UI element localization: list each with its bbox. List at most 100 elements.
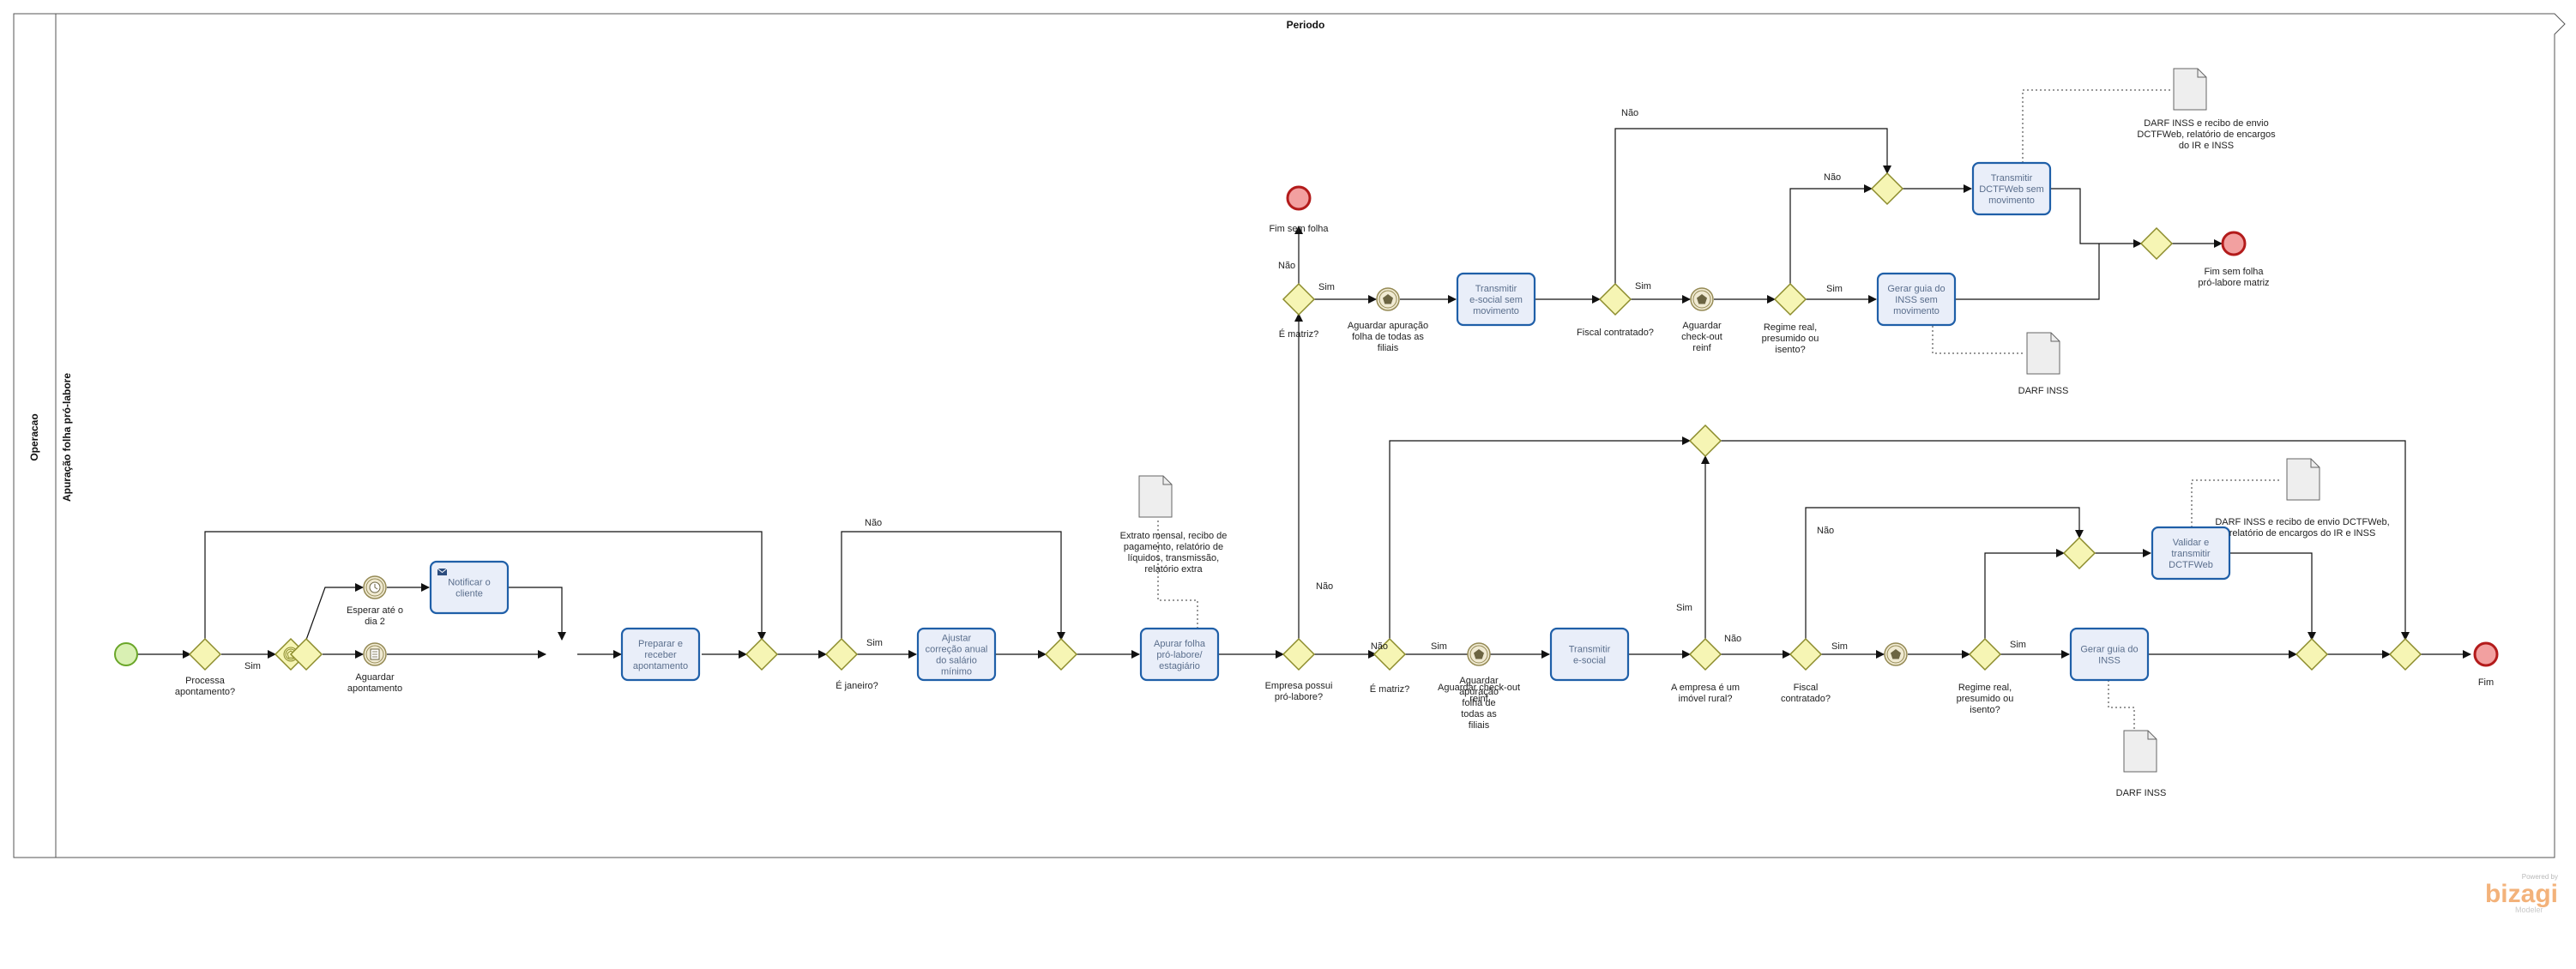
exclusive-gateway[interactable] [1773, 282, 1807, 316]
end-event[interactable] [2221, 231, 2247, 256]
label-line: relatório extra [1144, 564, 1203, 575]
exclusive-gateway[interactable] [2295, 637, 2329, 671]
label-line: movimento [1988, 196, 2035, 206]
timer-event[interactable] [363, 575, 387, 599]
exclusive-gateway[interactable] [1870, 172, 1904, 206]
label-line: DARF INSS [2018, 386, 2069, 396]
exclusive-gateway[interactable] [2139, 226, 2174, 261]
pentagon-icon [1383, 294, 1393, 304]
label-line: pró-labore? [1275, 692, 1323, 702]
exclusive-gateway[interactable] [1688, 637, 1722, 671]
flow-label: Não [1824, 172, 1841, 183]
label-line: Regime real, [1764, 322, 1817, 333]
watermark-product: Modeler [2515, 906, 2543, 914]
document-icon [2123, 730, 2157, 773]
label-line: transmitir [2171, 549, 2211, 559]
gateway-label: É matriz? [1279, 328, 1318, 340]
pentagon-icon [1891, 649, 1901, 659]
flow-label: Não [1278, 261, 1295, 271]
exclusive-gateway[interactable] [2062, 536, 2096, 570]
exclusive-gateway[interactable] [1372, 637, 1407, 671]
label-line: e-social sem [1469, 295, 1523, 305]
exclusive-gateway[interactable] [1044, 637, 1078, 671]
document-label: DARF INSS [2018, 386, 2069, 396]
exclusive-gateway[interactable] [824, 637, 859, 671]
flow-label: Sim [1831, 641, 1848, 652]
label-line: Sim [1676, 603, 1692, 613]
label-line: Não [1371, 641, 1388, 652]
exclusive-gateway[interactable] [1789, 637, 1823, 671]
exclusive-gateway[interactable] [745, 637, 779, 671]
label-line: A empresa é um [1671, 683, 1740, 693]
label-line: Aguardar [1459, 676, 1499, 686]
gateway-label: É janeiro? [836, 680, 878, 691]
label-line: relatório de encargos do IR e INSS [2229, 528, 2376, 539]
label-line: cliente [455, 589, 483, 599]
exclusive-gateway[interactable] [289, 637, 323, 671]
exclusive-gateway[interactable] [1282, 282, 1316, 316]
flow-label: Sim [1676, 603, 1692, 613]
end-event[interactable] [1286, 185, 1312, 211]
start-event[interactable] [114, 642, 138, 666]
flow-label: Não [1371, 641, 1388, 652]
signal-event[interactable] [1690, 287, 1714, 311]
label-line: todas as [1461, 709, 1497, 719]
exclusive-gateway[interactable] [1968, 637, 2002, 671]
label-line: É matriz? [1279, 328, 1318, 340]
exclusive-gateway[interactable] [1598, 282, 1632, 316]
label-line: Gerar guia do [1887, 284, 1945, 294]
label-line: Sim [1431, 641, 1447, 652]
label-line: pró-labore matriz [2198, 278, 2269, 288]
exclusive-gateway[interactable] [1282, 637, 1316, 671]
phase-name: Periodo [1287, 19, 1325, 31]
label-line: DCTFWeb sem [1979, 184, 2044, 195]
associations [1157, 89, 2282, 729]
end-event-label: Fim [2478, 677, 2494, 688]
signal-event[interactable] [1467, 642, 1491, 666]
label-line: Sim [2010, 640, 2026, 650]
label-line: receber [644, 650, 677, 660]
document-icon [1138, 475, 1173, 518]
exclusive-gateway[interactable] [188, 637, 222, 671]
signal-event[interactable] [1884, 642, 1908, 666]
envelope-icon [437, 568, 448, 575]
label-line: INSS [2098, 656, 2121, 666]
label-line: Extrato mensal, recibo de [1120, 531, 1228, 541]
exclusive-gateway[interactable] [1688, 424, 1722, 458]
signal-event[interactable] [1376, 287, 1400, 311]
label-line: apuração [1459, 687, 1499, 697]
label-line: Sim [244, 661, 261, 671]
label-line: Aguardar check-out [1438, 683, 1520, 693]
label-line: Processa [185, 676, 226, 686]
label-line: apontamento [633, 661, 688, 671]
conditional-event[interactable] [363, 642, 387, 666]
end-event[interactable] [2473, 641, 2499, 667]
flow-label: Sim [2010, 640, 2026, 650]
label-line: Aguardar [355, 672, 395, 683]
label-line: check-out [1681, 332, 1722, 342]
label-line: correção anual [926, 645, 988, 655]
exclusive-gateway[interactable] [2388, 637, 2422, 671]
label-line: pagamento, relatório de [1124, 542, 1223, 552]
